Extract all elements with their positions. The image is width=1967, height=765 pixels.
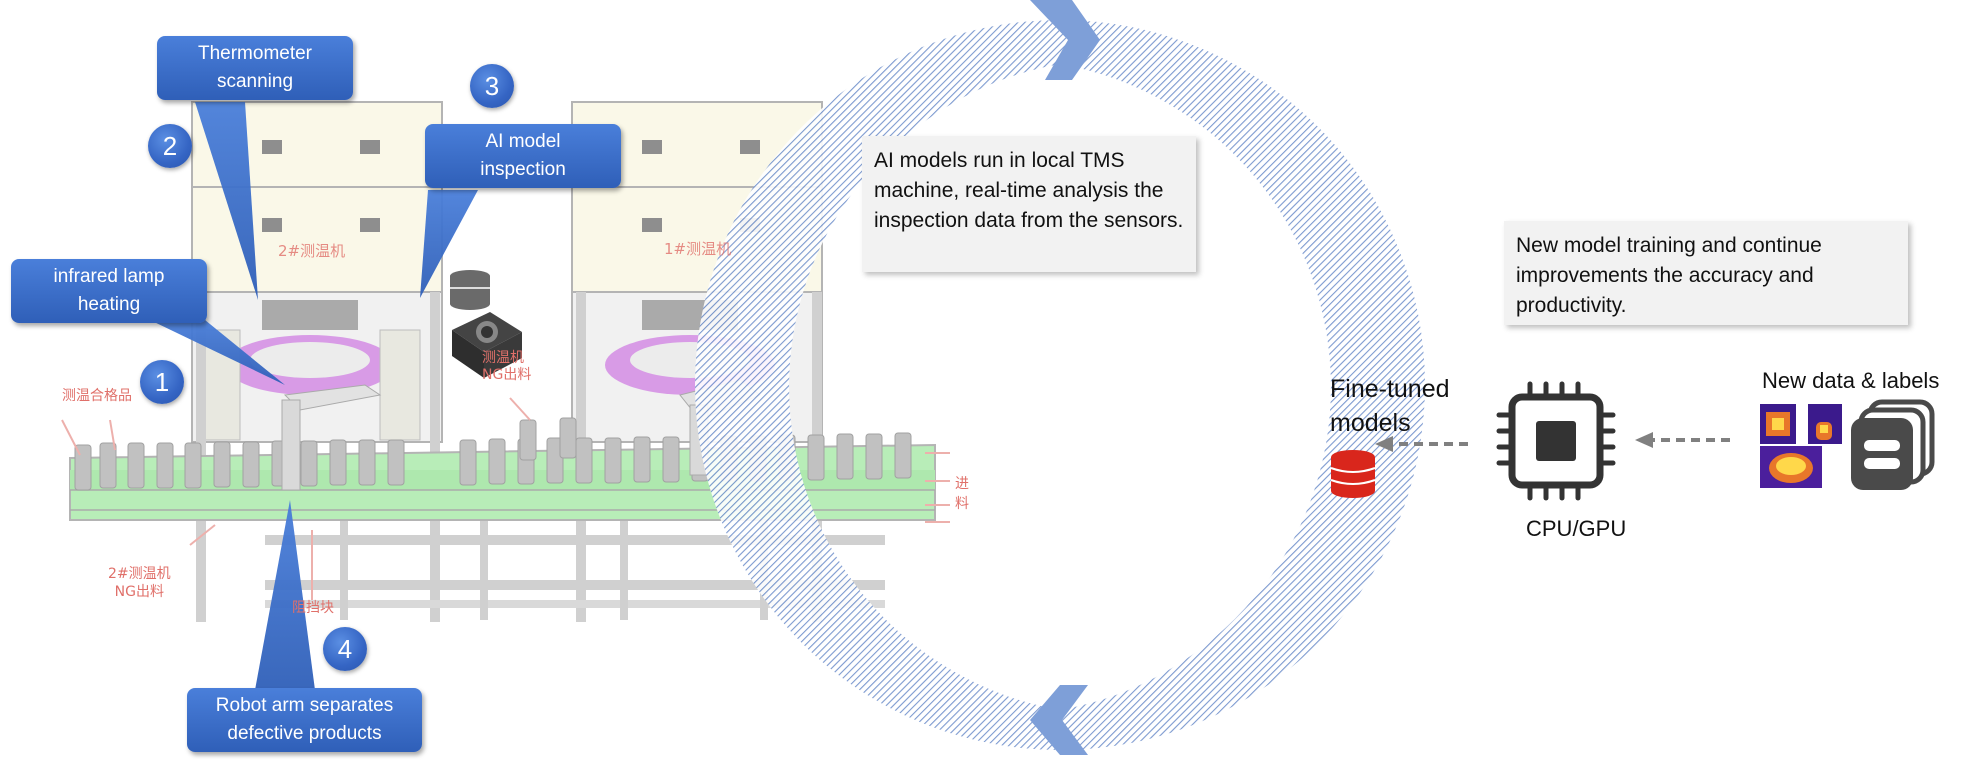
step-badge-3: 3 [470, 64, 514, 108]
cpu-gpu-label: CPU/GPU [1526, 516, 1627, 541]
database-icon [1330, 450, 1376, 498]
callout-infrared-lamp-heating: infrared lamp heating [11, 259, 207, 323]
note-local-inference: AI models run in local TMS machine, real… [862, 136, 1196, 272]
callout-ai-model-inspection: AI model inspection [425, 124, 621, 188]
right-machine-label: 1#测温机 [664, 240, 732, 258]
dashed-arrow [1392, 438, 1730, 446]
feed-in-label: 进 料 [955, 476, 969, 512]
qualified-products-label: 测温合格品 [62, 388, 132, 404]
server-gpu-icon [450, 270, 522, 378]
callout-robot-arm: Robot arm separates defective products [187, 688, 422, 752]
note-model-training: New model training and continue improvem… [1504, 221, 1908, 325]
ng-output-top-label: 测温机 NG出料 [482, 350, 532, 383]
cpu-chip-icon [1496, 381, 1616, 501]
new-data-labels-label: New data & labels [1762, 368, 1940, 393]
step-badge-4: 4 [323, 627, 367, 671]
fine-tuned-models-label: Fine-tuned models [1330, 375, 1450, 437]
step-badge-2: 2 [148, 124, 192, 168]
ng-output-left-label: 2#测温机 NG出料 [108, 566, 171, 600]
stacked-documents-icon [1851, 399, 1935, 490]
thermal-image-thumbnails [1760, 404, 1842, 488]
cycle-ring [695, 0, 1425, 755]
stopper-block-label: 阻挡块 [292, 600, 334, 616]
step-badge-1: 1 [140, 360, 184, 404]
left-machine-label: 2#测温机 [278, 242, 346, 260]
callout-thermometer-scanning: Thermometer scanning [157, 36, 353, 100]
